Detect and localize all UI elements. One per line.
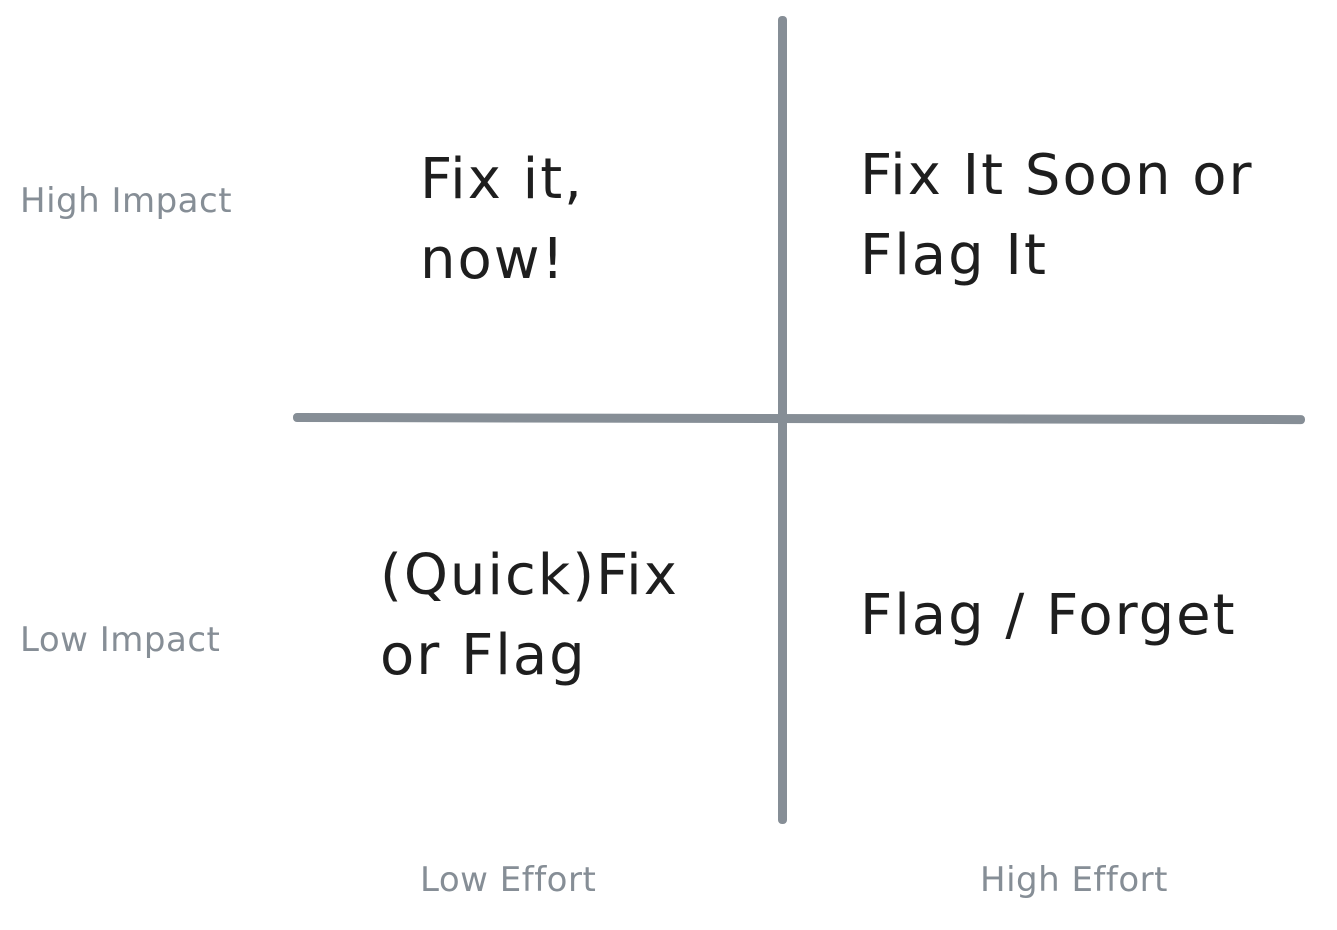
low-effort-label: Low Effort xyxy=(420,860,597,900)
high-effort-label: High Effort xyxy=(980,860,1168,900)
high-impact-label: High Impact xyxy=(20,181,233,221)
quadrant-high-impact-high-effort: Fix It Soon or Flag It xyxy=(860,143,1254,288)
quadrant-high-impact-low-effort: Fix it, now! xyxy=(420,147,584,292)
horizontal-divider xyxy=(292,413,1306,425)
quadrant-low-impact-high-effort: Flag / Forget xyxy=(860,583,1237,648)
quadrant-low-impact-low-effort: (Quick)Fix or Flag xyxy=(380,543,679,688)
low-impact-label: Low Impact xyxy=(20,620,221,660)
